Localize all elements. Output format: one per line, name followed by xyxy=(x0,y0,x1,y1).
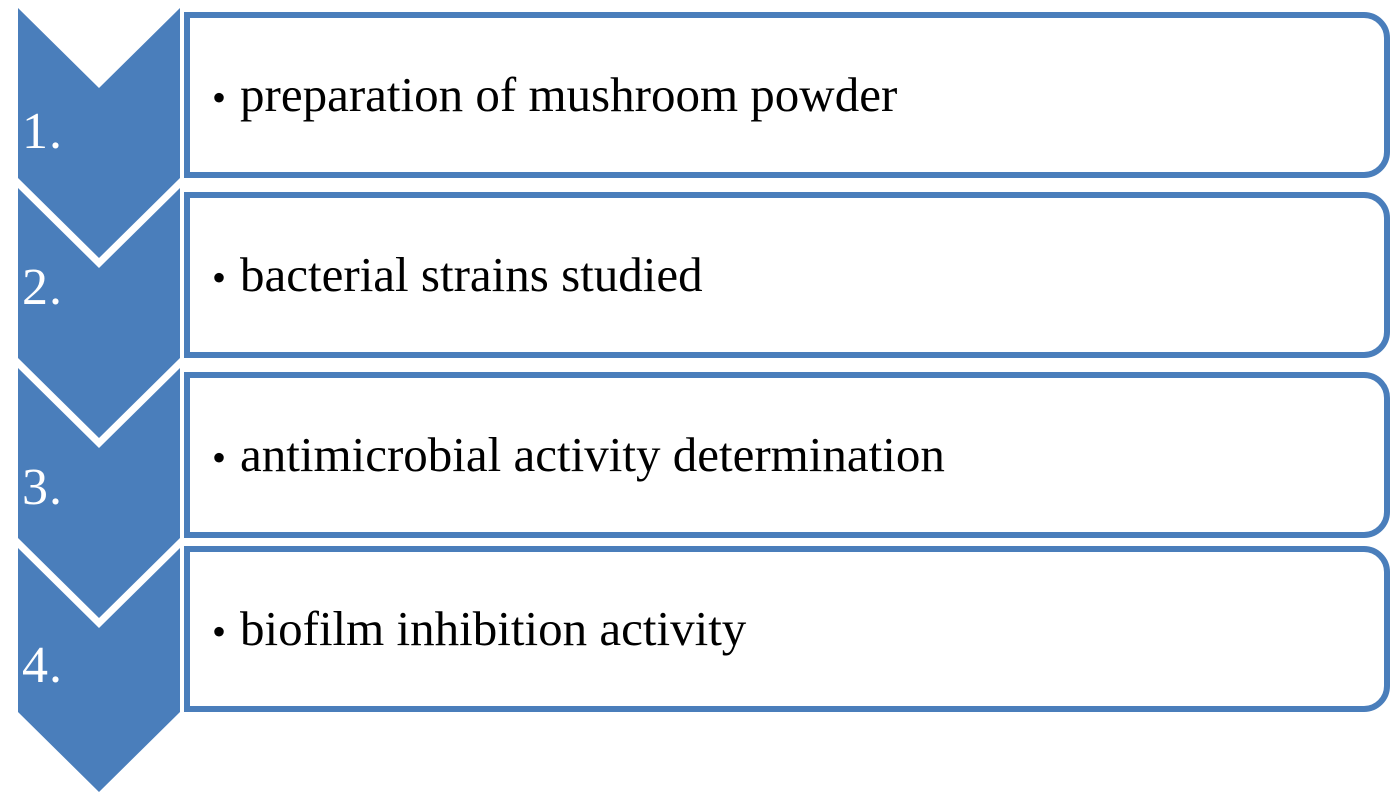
step-box-1[interactable]: • preparation of mushroom powder xyxy=(184,12,1390,178)
bullet-icon-3: • xyxy=(212,435,227,481)
step-box-4[interactable]: • biofilm inhibition activity xyxy=(184,546,1390,712)
step-label-3: antimicrobial activity determination xyxy=(240,427,945,483)
step-content-3: • antimicrobial activity determination xyxy=(190,427,945,483)
step-box-3[interactable]: • antimicrobial activity determination xyxy=(184,372,1390,538)
step-content-4: • biofilm inhibition activity xyxy=(190,601,747,657)
step-content-1: • preparation of mushroom powder xyxy=(190,67,898,123)
step-label-2: bacterial strains studied xyxy=(240,247,703,303)
step-label-1: preparation of mushroom powder xyxy=(240,67,898,123)
chevron-shape-1 xyxy=(18,8,180,258)
chevron-shape-4 xyxy=(18,548,180,792)
step-content-2: • bacterial strains studied xyxy=(190,247,703,303)
step-label-4: biofilm inhibition activity xyxy=(240,601,747,657)
bullet-icon-2: • xyxy=(212,255,227,301)
step-box-2[interactable]: • bacterial strains studied xyxy=(184,192,1390,358)
chevron-shape-2 xyxy=(18,188,180,438)
bullet-icon-1: • xyxy=(212,75,227,121)
chevron-shape-3 xyxy=(18,368,180,618)
bullet-icon-4: • xyxy=(212,609,227,655)
